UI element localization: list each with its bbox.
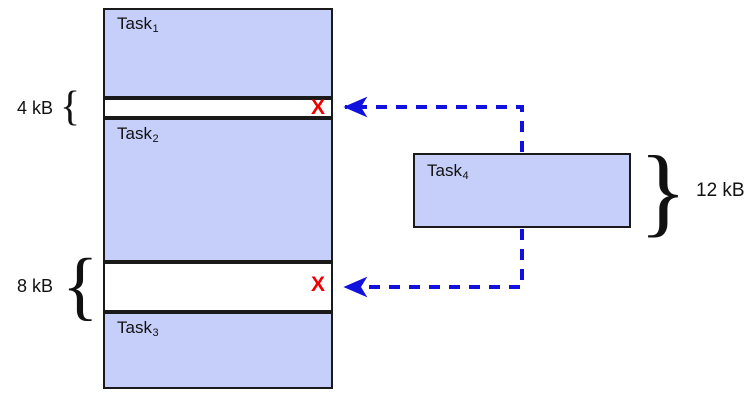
size-label-12kb-text: 12 kB: [696, 179, 745, 201]
reject-mark-4kb-icon: X: [311, 96, 326, 119]
brace-4kb-icon: {: [60, 84, 81, 131]
memory-block-task2-label: Task2: [117, 124, 159, 145]
memory-hole-4kb: [105, 98, 331, 118]
arrow-task4-to-hole-4kb: [343, 96, 524, 152]
size-label-4kb-text: 4 kB: [17, 97, 54, 118]
memory-block-task3: Task3: [105, 312, 331, 387]
size-label-8kb: 8 kB {: [17, 248, 99, 324]
reject-mark-8kb-icon: X: [311, 273, 326, 296]
memory-hole-8kb: [105, 262, 331, 312]
size-label-12kb: } 12 kB: [639, 141, 745, 241]
memory-column: Task1 Task2 Task3: [103, 8, 333, 389]
arrow-task4-to-hole-8kb: [343, 229, 524, 298]
memory-block-task3-label: Task3: [117, 318, 159, 339]
memory-block-task1: Task1: [105, 10, 331, 98]
brace-12kb-icon: }: [639, 135, 687, 246]
memory-block-task2: Task2: [105, 118, 331, 262]
incoming-task4-label: Task4: [427, 161, 469, 182]
size-label-4kb: 4 kB {: [17, 86, 80, 128]
incoming-task4-box: Task4: [413, 153, 631, 228]
size-label-8kb-text: 8 kB: [17, 275, 54, 296]
memory-block-task1-label: Task1: [117, 14, 159, 35]
brace-8kb-icon: {: [62, 243, 99, 328]
